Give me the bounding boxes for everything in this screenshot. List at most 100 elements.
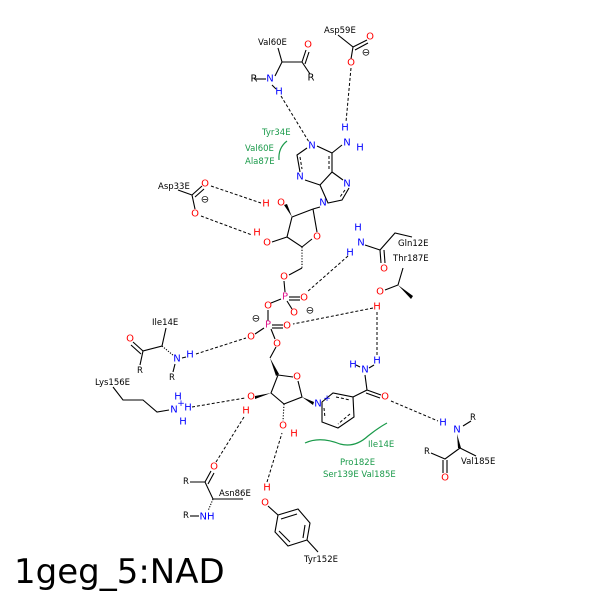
atom-h: H — [354, 223, 362, 234]
hbond-gln12 — [306, 255, 349, 293]
atom-n: N — [343, 138, 350, 149]
atom-n: N — [173, 354, 180, 365]
hydrophobic-label: Ile14E — [368, 440, 394, 450]
atom-o: O — [293, 372, 301, 383]
hbond-asp59 — [345, 67, 352, 123]
residue-label-lys156: Lys156E — [95, 378, 130, 388]
atom-n: N — [319, 198, 326, 209]
residue-label-asp59: Asp59E — [324, 26, 356, 36]
charge-plus: + — [323, 394, 331, 404]
atom-r: R — [424, 447, 430, 457]
atom-o: O — [376, 287, 384, 298]
atom-o: O — [290, 308, 298, 319]
atom-o: O — [279, 421, 287, 432]
atom-o: O — [381, 392, 389, 403]
hbond-asn86 — [215, 416, 245, 463]
atom-o: O — [300, 293, 308, 304]
hydrogen-bonds — [191, 67, 439, 483]
atom-h: H — [341, 123, 349, 134]
atom-n: N — [266, 74, 273, 85]
charge-plus: + — [177, 399, 185, 409]
residue-labels: Val60E Asp59E Asp33E Gln12E Thr187E Ile1… — [95, 26, 495, 565]
atom-o: O — [277, 198, 285, 209]
atom-n: N — [314, 399, 321, 410]
atom-h: H — [346, 248, 354, 259]
atom-h: H — [275, 87, 283, 98]
charge-minus: ⊖ — [362, 48, 370, 59]
hbond-val185 — [390, 400, 439, 422]
hydrophobic-label: Val60E — [245, 144, 274, 154]
atom-o: O — [261, 498, 269, 509]
hydrophobic-label: Tyr34E — [261, 128, 291, 138]
atom-h: H — [349, 360, 357, 371]
atom-n: N — [361, 365, 368, 376]
charge-minus: ⊖ — [201, 195, 209, 206]
atom-h: H — [439, 418, 447, 429]
residue-label-ile14: Ile14E — [152, 318, 178, 328]
charge-minus: ⊖ — [252, 314, 260, 325]
atom-h: H — [179, 417, 187, 428]
atom-o: O — [191, 209, 199, 220]
atom-r: R — [308, 73, 315, 84]
atom-h: H — [253, 228, 261, 239]
atom-o: O — [304, 40, 312, 51]
hydrophobic-label: Pro182E — [340, 458, 375, 468]
atom-r: R — [251, 74, 258, 85]
atom-n: N — [296, 172, 303, 183]
hydrophobic-arc-1 — [278, 140, 288, 161]
diagram-title: 1geg_5:NAD — [14, 552, 225, 592]
atom-p: P — [265, 320, 271, 331]
atom-o: O — [313, 232, 321, 243]
atom-o: O — [210, 462, 218, 473]
residue-label-val60: Val60E — [258, 38, 287, 48]
atom-o: O — [247, 392, 255, 403]
residue-label-tyr152: Tyr152E — [303, 555, 338, 565]
hbond-ile14 — [195, 337, 247, 355]
atom-o: O — [273, 339, 281, 350]
atom-o: O — [380, 264, 388, 275]
atom-h: H — [174, 392, 182, 403]
atom-o: O — [201, 179, 209, 190]
hbond-lys156 — [191, 397, 246, 408]
residue-label-asn86: Asn86E — [219, 489, 251, 499]
bonds — [112, 34, 477, 553]
hbond-val60 — [280, 95, 310, 143]
atom-r: R — [470, 413, 476, 423]
atom-o: O — [347, 58, 355, 69]
atom-h: H — [242, 406, 250, 417]
atom-h: H — [290, 429, 298, 440]
atom-o: O — [283, 321, 291, 332]
hydrophobic-labels: Tyr34E Val60E Ala87E Ile14E Pro182E Ser1… — [245, 128, 396, 480]
atom-h: H — [186, 350, 194, 361]
atom-o: O — [263, 238, 271, 249]
hydrophobic-label: Ala87E — [245, 157, 275, 167]
atom-n: N — [343, 179, 350, 190]
hydrophobic-arc-2 — [304, 422, 388, 446]
atom-o: O — [126, 334, 134, 345]
atom-o: O — [441, 473, 449, 484]
atom-h: H — [262, 199, 270, 210]
hbond-asp33-b — [200, 215, 253, 236]
charge-minus: ⊖ — [306, 306, 314, 317]
atom-r: R — [137, 366, 143, 376]
atom-nh: NH — [200, 512, 215, 523]
atom-labels: R N H O R O O ⊖ H N H N N N N O O H O H … — [126, 32, 476, 523]
atom-r: R — [169, 373, 175, 383]
atom-r: R — [183, 477, 189, 487]
atom-o: O — [264, 301, 272, 312]
hbond-asp33-a — [210, 185, 262, 204]
atom-h: H — [184, 403, 192, 414]
atom-n: N — [357, 238, 364, 249]
atom-n: N — [453, 425, 460, 436]
atom-p: P — [282, 292, 288, 303]
atom-h: H — [373, 302, 381, 313]
atom-o: O — [247, 332, 255, 343]
residue-label-val185: Val185E — [461, 457, 495, 467]
hbond-thr187-phosphate — [292, 307, 374, 325]
atom-h: H — [373, 356, 381, 367]
atom-n: N — [170, 405, 177, 416]
atom-h: H — [263, 483, 271, 494]
atom-n: N — [308, 141, 315, 152]
